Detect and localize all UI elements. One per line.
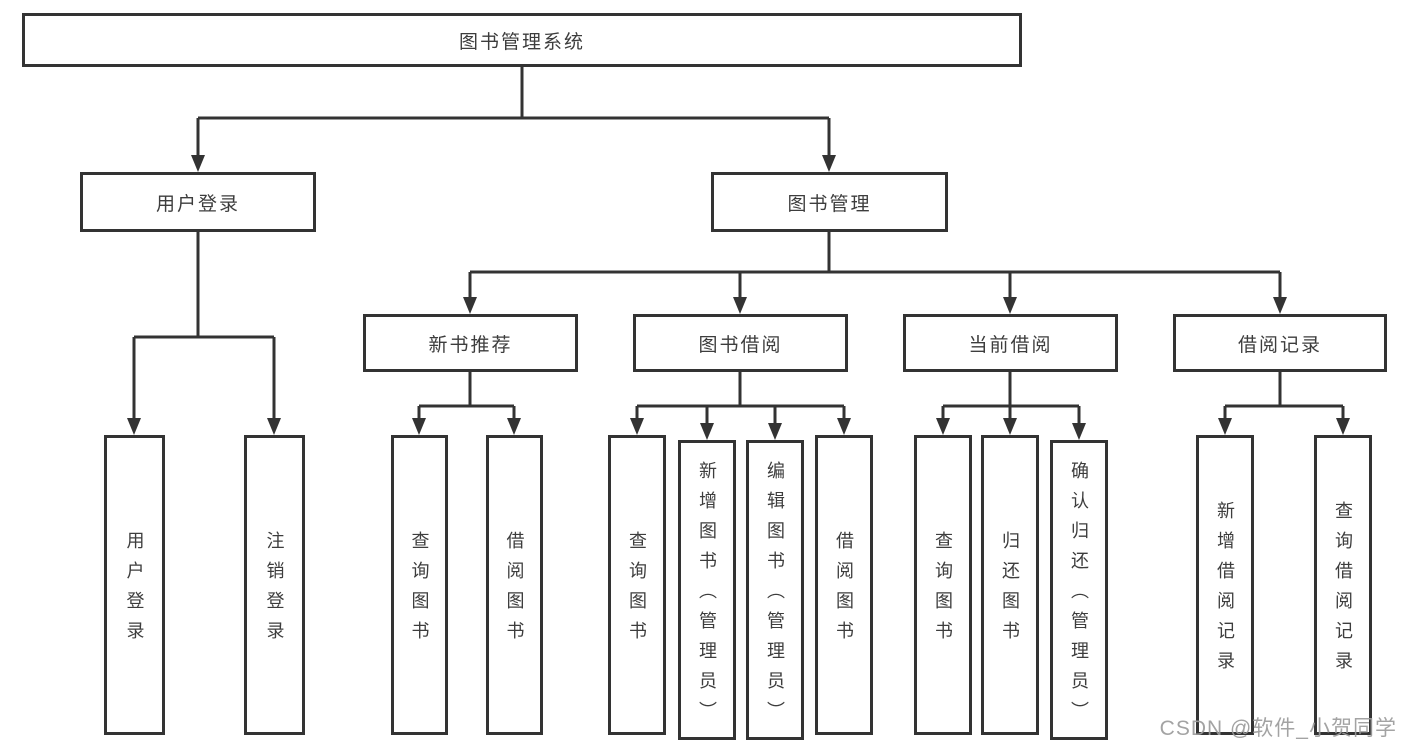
- node-current-borrowing: 当前借阅: [903, 314, 1118, 372]
- node-borrowing-records: 借阅记录: [1173, 314, 1387, 372]
- node-logout-leaf: 注销登录: [244, 435, 305, 735]
- node-book-borrowing: 图书借阅: [633, 314, 848, 372]
- node-query-books-borrowing: 查询图书: [608, 435, 666, 735]
- node-add-books-admin: 新增图书（管理员）: [678, 440, 736, 740]
- node-library-management-system: 图书管理系统: [22, 13, 1022, 67]
- arrowheads: [127, 155, 1350, 440]
- node-query-books-recommend: 查询图书: [391, 435, 448, 735]
- node-return-books: 归还图书: [981, 435, 1039, 735]
- node-book-management: 图书管理: [711, 172, 948, 232]
- watermark-text: CSDN @软件_小贺同学: [1159, 717, 1397, 740]
- node-confirm-return-admin: 确认归还（管理员）: [1050, 440, 1108, 740]
- node-borrow-books-recommend: 借阅图书: [486, 435, 543, 735]
- node-query-books-current: 查询图书: [914, 435, 972, 735]
- node-query-borrow-record: 查询借阅记录: [1314, 435, 1372, 735]
- node-user-login-leaf: 用户登录: [104, 435, 165, 735]
- node-new-book-recommend: 新书推荐: [363, 314, 578, 372]
- node-add-borrow-record: 新增借阅记录: [1196, 435, 1254, 735]
- node-edit-books-admin: 编辑图书（管理员）: [746, 440, 804, 740]
- node-user-login: 用户登录: [80, 172, 316, 232]
- node-borrow-books-leaf: 借阅图书: [815, 435, 873, 735]
